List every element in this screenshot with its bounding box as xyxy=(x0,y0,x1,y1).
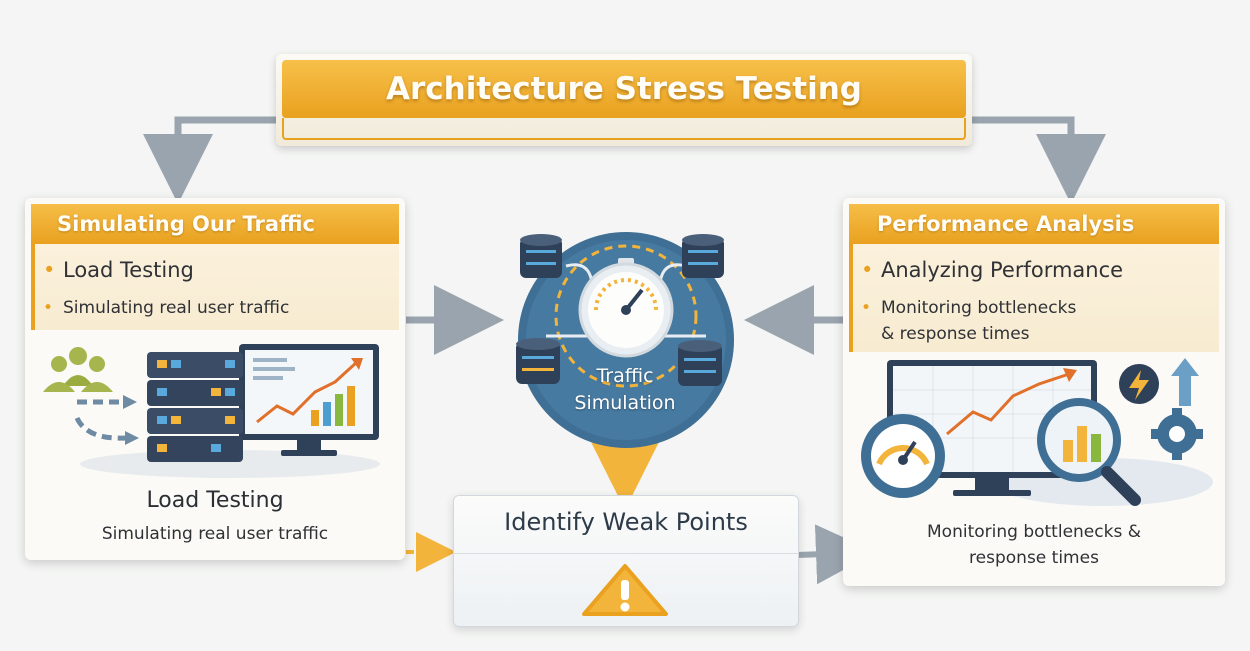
left-bullet-main: •Load Testing xyxy=(43,258,194,282)
monitor-icon xyxy=(239,344,379,456)
database-icon-top-left xyxy=(520,234,562,278)
right-bullet-main: •Analyzing Performance xyxy=(861,258,1124,282)
right-bullet-sub-line1: Monitoring bottlenecks xyxy=(881,298,1077,318)
gear-icon xyxy=(1151,408,1203,460)
performance-illustration xyxy=(861,358,1213,506)
title-banner: Architecture Stress Testing xyxy=(276,54,972,146)
server-icon xyxy=(147,352,243,462)
traffic-simulation-hub xyxy=(516,232,734,448)
left-card-header: Simulating Our Traffic xyxy=(57,212,315,236)
arrow-weak-to-right xyxy=(796,524,876,585)
traffic-simulation-label-line2: Simulation xyxy=(574,392,676,414)
identify-weak-points-box: Identify Weak Points xyxy=(453,495,799,627)
up-arrow-icon xyxy=(1171,358,1199,406)
right-card-header: Performance Analysis xyxy=(877,212,1135,236)
right-bullet-main-text: Analyzing Performance xyxy=(881,258,1124,282)
arrow-title-to-right xyxy=(972,116,1106,204)
right-caption-line1: Monitoring bottlenecks & xyxy=(927,522,1141,542)
database-icon-top-right xyxy=(682,234,724,278)
gauge-icon xyxy=(861,414,945,498)
warning-icon xyxy=(582,564,668,616)
load-testing-card: Simulating Our Traffic •Load Testing •Si… xyxy=(25,198,405,560)
arrow-title-to-left xyxy=(143,116,276,204)
page-title: Architecture Stress Testing xyxy=(386,71,862,107)
stopwatch-icon xyxy=(578,258,674,358)
weak-points-title: Identify Weak Points xyxy=(504,508,748,536)
right-bullet-sub: •Monitoring bottlenecks xyxy=(861,298,1077,318)
left-caption-title: Load Testing xyxy=(146,488,284,513)
database-icon-bottom-left xyxy=(516,338,560,384)
magnifier-icon xyxy=(1037,398,1141,506)
lightning-icon xyxy=(1119,364,1159,404)
database-icon-bottom-right xyxy=(678,340,722,386)
left-bullet-main-text: Load Testing xyxy=(63,258,194,282)
left-caption-text: Simulating real user traffic xyxy=(101,524,329,544)
left-bullet-sub-text: Simulating real user traffic xyxy=(63,298,290,318)
performance-analysis-card: Performance Analysis •Analyzing Performa… xyxy=(843,198,1225,586)
users-icon xyxy=(43,347,113,392)
right-caption-line2: response times xyxy=(969,548,1099,568)
right-bullet-sub-2: & response times xyxy=(881,324,1030,344)
traffic-simulation-label-line1: Traffic xyxy=(596,365,654,387)
load-testing-illustration xyxy=(43,344,380,478)
left-bullet-sub: •Simulating real user traffic xyxy=(43,298,290,318)
traffic-simulation-label: Traffic Simulation xyxy=(540,363,710,417)
right-bullet-sub-line2: & response times xyxy=(881,324,1030,344)
